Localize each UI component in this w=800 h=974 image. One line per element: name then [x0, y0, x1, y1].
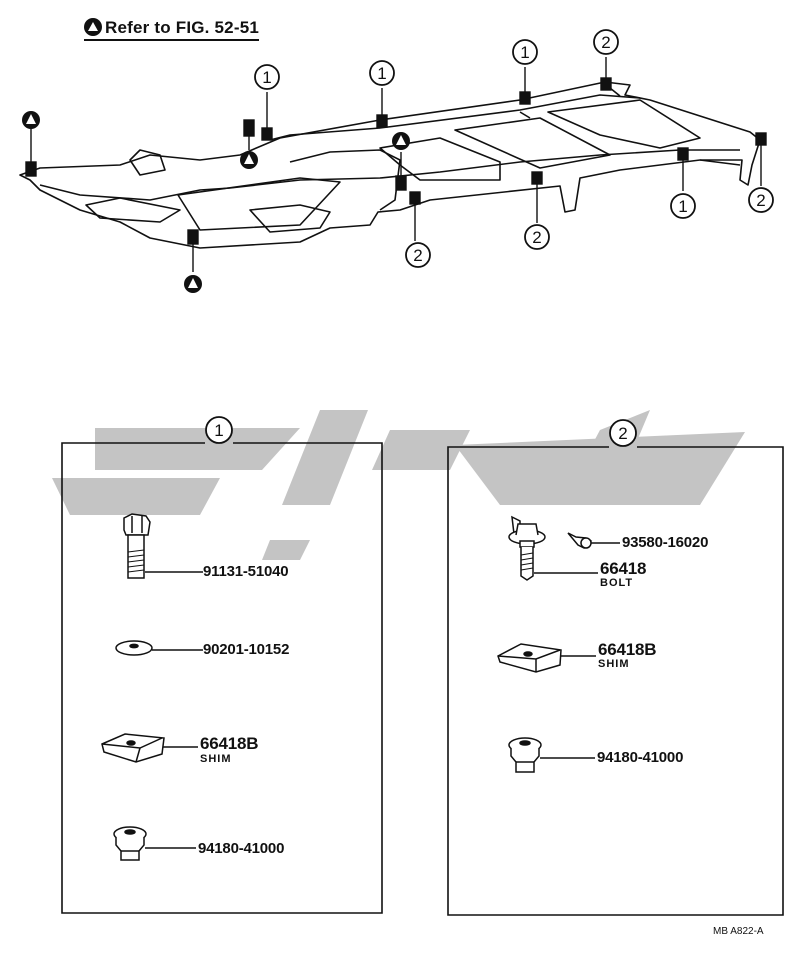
part-number: 66418B	[598, 640, 657, 659]
mount-bolt	[755, 132, 767, 186]
callout-1: 1	[670, 193, 696, 219]
part-number: 66418B	[200, 734, 259, 753]
part-number: 94180-41000	[198, 840, 285, 857]
figure-id: MB A822-A	[713, 926, 764, 937]
svg-text:2: 2	[532, 228, 541, 247]
shim-part	[497, 643, 596, 673]
mount-bolt	[395, 152, 407, 191]
part-number: 94180-41000	[597, 749, 684, 766]
part-number: 91131-51040	[203, 563, 289, 580]
callout-2: 2	[405, 242, 431, 268]
panel-2: 2	[447, 419, 784, 916]
svg-text:1: 1	[377, 64, 386, 83]
refer-to-figure-note: Refer to FIG. 52-51	[84, 18, 260, 41]
mount-bolt	[376, 88, 388, 128]
callout-2: 2	[748, 187, 774, 213]
svg-text:2: 2	[413, 246, 422, 265]
callout-1: 1	[369, 60, 395, 86]
svg-text:2: 2	[756, 191, 765, 210]
mount-bolt	[409, 191, 421, 241]
svg-text:1: 1	[262, 68, 271, 87]
part-number: 66418	[600, 559, 647, 578]
part-note: BOLT	[600, 577, 634, 589]
mount-bolt	[677, 147, 689, 191]
part-note: SHIM	[598, 658, 630, 670]
callout-1: 1	[512, 39, 538, 65]
svg-text:1: 1	[520, 43, 529, 62]
refer-triangle-icon	[22, 111, 40, 129]
mount-bolt	[600, 57, 612, 91]
panel-2-label: 2	[609, 419, 637, 447]
refer-triangle-icon	[240, 151, 258, 169]
nut-part	[113, 826, 196, 861]
watermark	[52, 410, 745, 560]
nut-part	[508, 737, 595, 773]
washer-part	[115, 640, 203, 656]
panel-1-label: 1	[205, 416, 233, 444]
part-number: 93580-16020	[622, 534, 709, 551]
shim-part	[101, 733, 198, 763]
svg-text:2: 2	[601, 33, 610, 52]
refer-markers	[22, 111, 410, 293]
callout-2: 2	[593, 29, 619, 55]
mount-bolt	[531, 171, 543, 223]
mount-bolt	[187, 229, 199, 272]
bolt-part	[123, 513, 203, 579]
svg-text:1: 1	[214, 421, 223, 440]
mount-bolt	[25, 128, 37, 177]
refer-triangle-icon	[184, 275, 202, 293]
callout-1: 1	[254, 64, 280, 90]
mount-bolt	[261, 92, 273, 141]
frame-mount-bolts	[25, 57, 767, 272]
part-note: SHIM	[200, 753, 232, 765]
screw-part	[567, 532, 620, 549]
part-number: 90201-10152	[203, 641, 290, 658]
reference-text: Refer to FIG. 52-51	[105, 18, 260, 37]
refer-triangle-icon	[392, 132, 410, 150]
callout-2: 2	[524, 224, 550, 250]
flange-bolt-part	[508, 515, 598, 581]
mount-bolt	[243, 119, 255, 150]
panel-1: 1	[61, 416, 383, 914]
refer-triangle-icon	[84, 18, 102, 36]
frame-assembly	[19, 81, 761, 249]
svg-text:1: 1	[678, 197, 687, 216]
frame-callouts: 1 1 1 2 2 1 2 2	[254, 29, 774, 268]
svg-text:2: 2	[618, 424, 627, 443]
mount-bolt	[519, 67, 531, 105]
